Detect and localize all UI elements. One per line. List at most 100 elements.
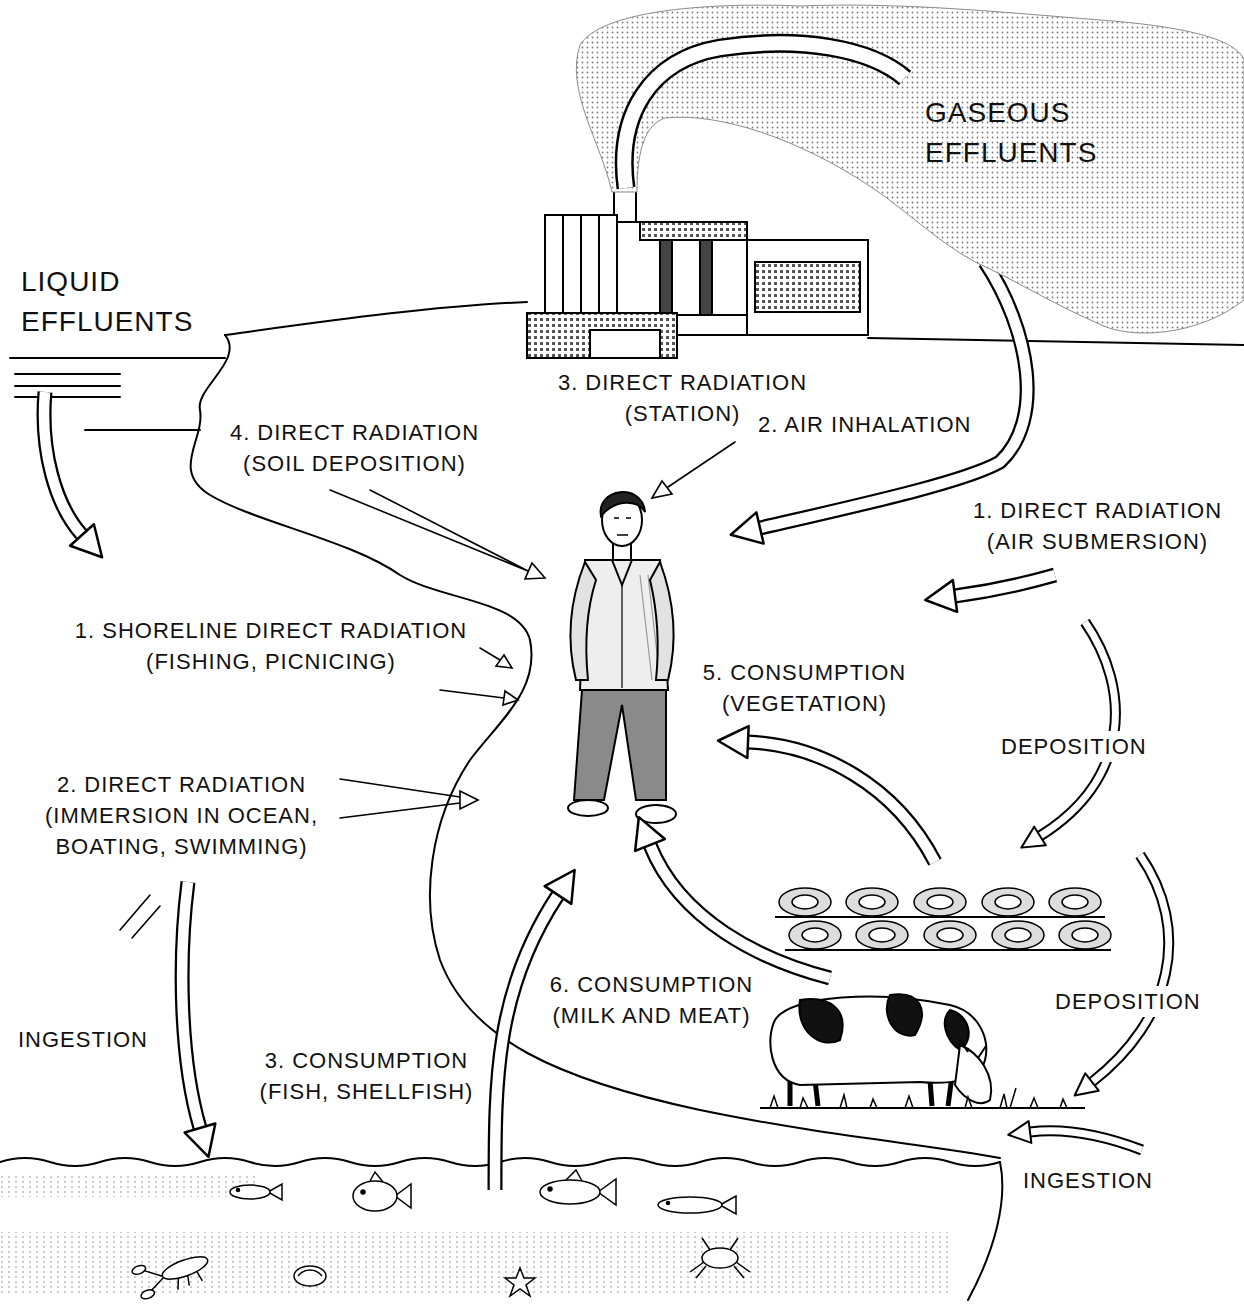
power-station — [747, 240, 868, 335]
vegetable-crop — [992, 921, 1044, 949]
vegetable-crop — [856, 921, 908, 949]
cow — [955, 1045, 991, 1103]
landscape-lines — [191, 335, 1000, 1158]
pathway-arrow — [650, 845, 830, 978]
cow — [760, 994, 1085, 1108]
landscape-lines — [10, 357, 225, 359]
vegetable-crop — [924, 921, 976, 949]
sea-life — [658, 1196, 736, 1214]
pointer-arrow — [668, 442, 735, 487]
sea-life — [237, 1189, 240, 1192]
sea-life — [548, 1187, 552, 1191]
pointer-arrow — [460, 791, 478, 809]
power-station — [660, 240, 672, 315]
pathway-arrow — [44, 392, 82, 535]
pointer-arrow — [330, 490, 528, 571]
sea-life — [361, 1190, 365, 1194]
process-label: DEPOSITION — [1052, 986, 1207, 1017]
pointer-arrow — [525, 563, 545, 579]
person — [574, 690, 666, 800]
pathway-arrow — [1030, 1131, 1142, 1150]
person — [568, 800, 608, 816]
person — [621, 585, 622, 688]
pathway-arrow — [1040, 622, 1115, 836]
landscape-lines — [868, 338, 1244, 345]
person — [650, 562, 674, 680]
sea-life — [540, 1170, 616, 1205]
vegetable-crop — [1059, 921, 1111, 949]
pathway-arrow — [1030, 1131, 1142, 1150]
vegetable-crop — [802, 928, 828, 942]
ocean — [0, 1175, 260, 1197]
cow — [770, 1088, 1067, 1108]
pathway-arrow — [44, 262, 1169, 1190]
cow — [770, 997, 986, 1085]
pointer-arrow — [652, 481, 672, 498]
sea-life — [298, 1270, 322, 1276]
landscape-lines — [15, 396, 120, 398]
pathway-arrow — [182, 882, 200, 1128]
power-station — [617, 222, 747, 315]
person — [568, 492, 676, 823]
power-station — [527, 183, 868, 358]
vegetable-crop — [792, 895, 818, 909]
landscape-lines — [15, 373, 120, 375]
pathway-arrow — [44, 392, 82, 535]
pathway-arrow — [955, 575, 1055, 596]
pathway-arrow — [955, 575, 1055, 596]
landscape-lines — [120, 895, 160, 938]
pointer-arrow — [440, 690, 504, 698]
cow — [887, 994, 922, 1035]
pointer-arrow — [340, 779, 460, 818]
sea-life — [353, 1181, 397, 1211]
pathway-arrow — [182, 882, 200, 1128]
vegetable-crop — [775, 888, 1111, 950]
sea-life — [131, 1170, 750, 1302]
cloud-outline — [576, 5, 1244, 333]
sea-life — [131, 1264, 147, 1276]
effluent-label: GASEOUS EFFLUENTS — [922, 93, 1104, 173]
pathway-arrow — [748, 742, 935, 862]
process-label: INGESTION — [15, 1024, 155, 1055]
pointer-arrow — [496, 655, 512, 668]
power-station — [700, 240, 712, 315]
sea-life — [667, 1202, 670, 1205]
person — [601, 492, 645, 516]
sea-life — [160, 1252, 211, 1283]
pathway-arrow — [495, 895, 558, 1190]
ocean — [968, 1162, 1002, 1300]
cloud-outline — [540, 0, 1244, 352]
power-station — [545, 215, 617, 315]
sea-life — [353, 1172, 411, 1211]
vegetable-crop — [859, 895, 885, 909]
vegetable-crop — [846, 888, 898, 916]
effluent-label: LIQUID EFFLUENTS — [18, 262, 200, 342]
sea-life — [294, 1266, 326, 1286]
pathway-label: 1. SHORELINE DIRECT RADIATION (FISHING, … — [70, 615, 472, 677]
sea-life — [140, 1288, 156, 1300]
sea-life — [540, 1180, 600, 1204]
effluent-cloud: GASEOUS EFFLUENTS — [540, 0, 1244, 352]
pathway-arrow — [1040, 622, 1115, 836]
process-label: DEPOSITION — [998, 731, 1153, 762]
vegetable-crop — [779, 888, 831, 916]
vegetable-crop — [775, 917, 1111, 950]
vegetable-crop — [914, 888, 966, 916]
pathway-label: 1. DIRECT RADIATION (AIR SUBMERSION) — [968, 495, 1227, 557]
pathway-arrow — [1092, 855, 1169, 1082]
process-label: INGESTION — [1020, 1165, 1160, 1196]
person — [612, 560, 632, 585]
sea-life — [690, 1238, 750, 1278]
power-station — [677, 334, 868, 336]
cow — [760, 1107, 1085, 1109]
sea-life — [566, 1170, 582, 1181]
person — [614, 518, 631, 535]
sea-life — [294, 1266, 326, 1286]
pointer-arrow — [503, 691, 518, 705]
vegetable-crop — [869, 928, 895, 942]
sea-life — [505, 1268, 535, 1296]
vegetable-crop — [937, 928, 963, 942]
person — [636, 805, 676, 823]
pathway-arrow — [495, 895, 558, 1190]
sea-life — [131, 1243, 214, 1302]
